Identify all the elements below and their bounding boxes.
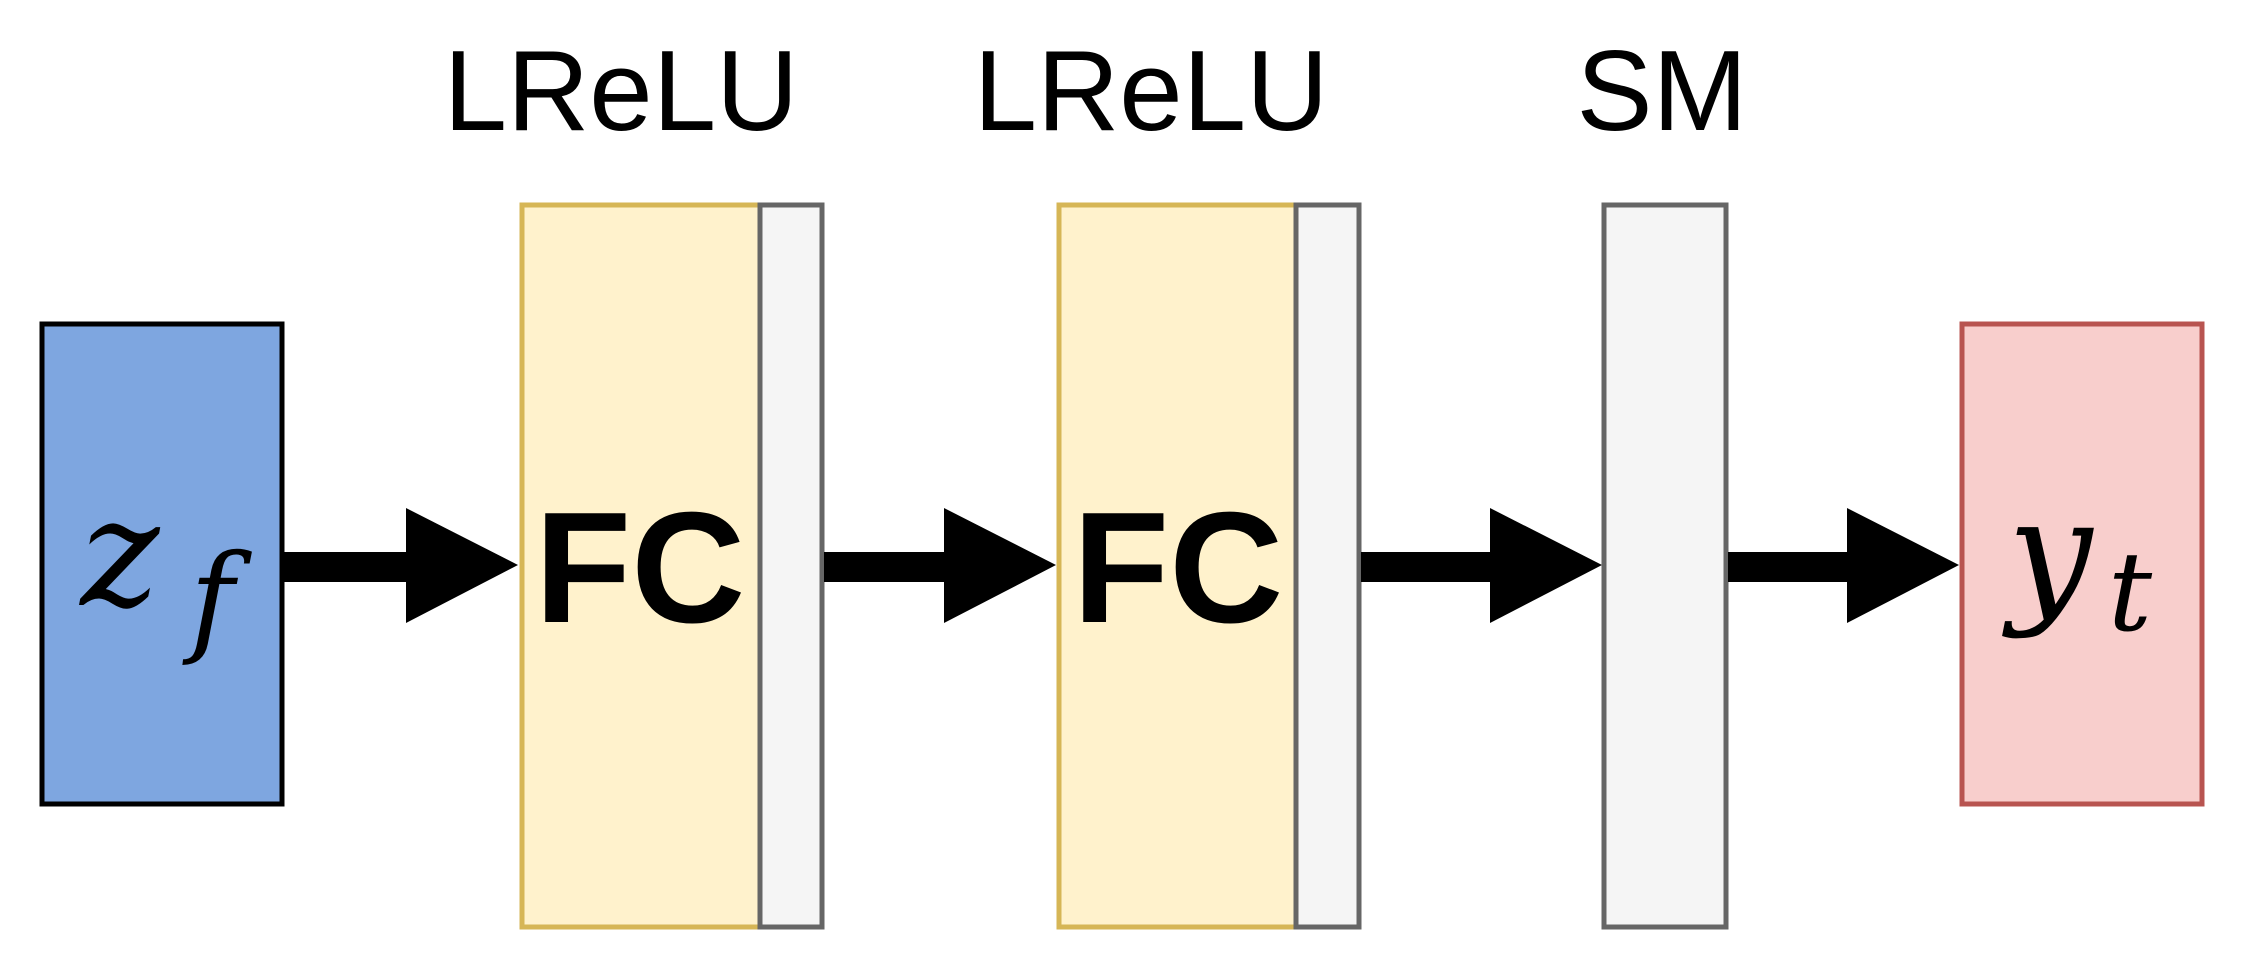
- activation-label-lrelu-2: LReLU: [974, 28, 1329, 155]
- output-box: [1959, 321, 2205, 807]
- arrow-fc2-to-softmax: [1361, 508, 1602, 623]
- fc-layer-1: FC: [519, 202, 825, 930]
- activation-label-lrelu-1: LReLU: [444, 28, 799, 155]
- fc-label-1: FC: [535, 480, 746, 656]
- output-subscript: t: [2108, 528, 2153, 656]
- fc-box-1: [519, 202, 763, 930]
- activation-label-softmax: SM: [1577, 28, 1748, 155]
- arrow-fc1-to-fc2: [824, 508, 1056, 623]
- output-block: y t: [1959, 321, 2205, 807]
- activation-box-softmax: [1601, 202, 1729, 930]
- fc-label-2: FC: [1073, 480, 1284, 656]
- input-box: [39, 321, 285, 807]
- input-block: z f: [39, 321, 285, 807]
- softmax-layer: [1601, 202, 1729, 930]
- fc-layer-2: FC: [1056, 202, 1362, 930]
- activation-box-lrelu-1: [757, 202, 825, 930]
- input-symbol: z: [78, 467, 160, 641]
- arrow-input-to-fc1: [284, 508, 518, 623]
- activation-box-lrelu-2: [1293, 202, 1362, 930]
- output-symbol: y: [2002, 467, 2095, 641]
- arrow-softmax-to-output: [1728, 508, 1959, 623]
- fc-box-2: [1056, 202, 1299, 930]
